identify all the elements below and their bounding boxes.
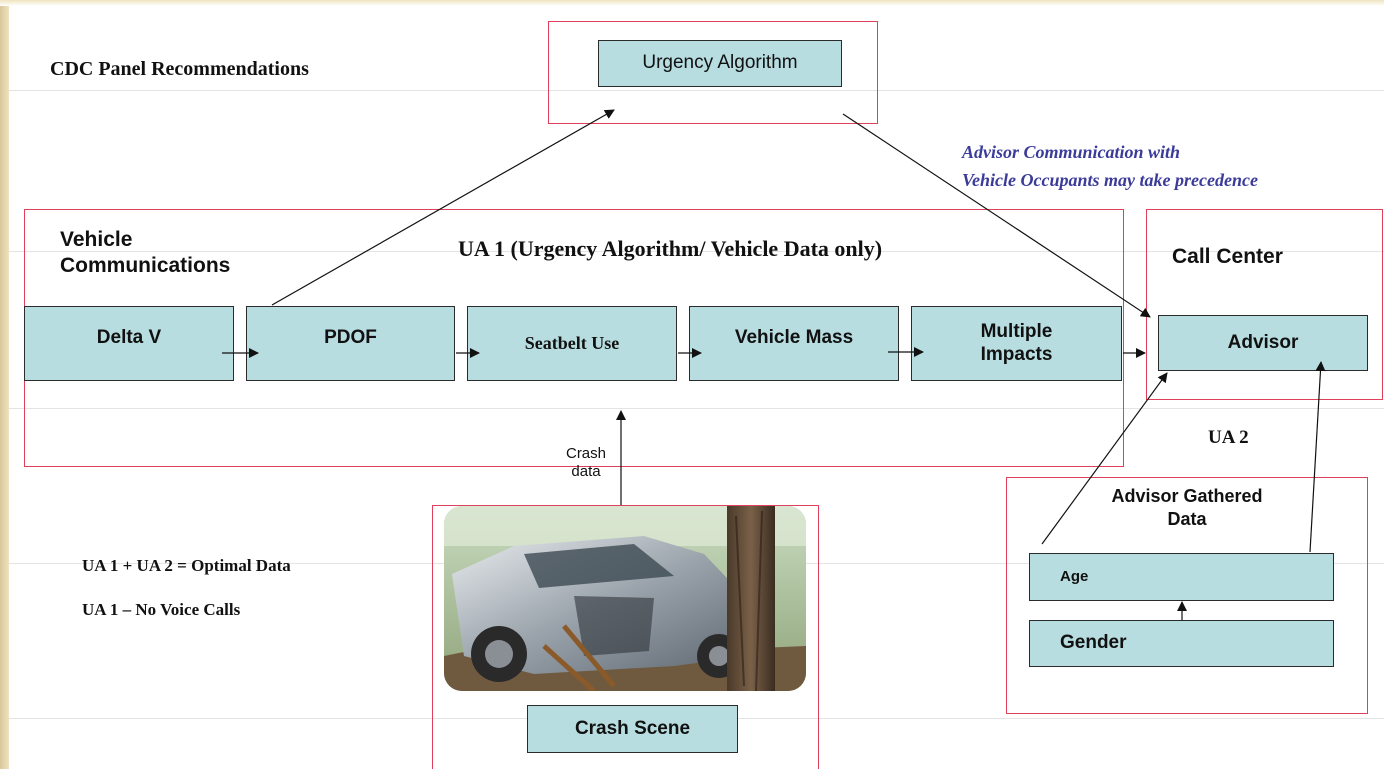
delta-v-box: Delta V: [24, 306, 234, 381]
seatbelt-use-box: Seatbelt Use: [467, 306, 677, 381]
advisor-gathered-heading: Advisor Gathered Data: [1006, 485, 1368, 530]
advisor-note-line-1: Advisor Communication with: [962, 142, 1181, 162]
crash-data-label-line-2: data: [571, 463, 601, 480]
pdof-box: PDOF: [246, 306, 455, 381]
crash-scene-label: Crash Scene: [574, 717, 691, 739]
top-decorative-bar: [0, 0, 1384, 6]
crash-data-label-line-1: Crash: [565, 445, 606, 462]
crash-scene-frame: [432, 505, 819, 769]
left-decorative-bar: [0, 0, 9, 769]
urgency-algorithm-label: Urgency Algorithm: [642, 52, 798, 74]
urgency-algorithm-box: Urgency Algorithm: [598, 40, 842, 87]
urgency-algorithm-frame: [548, 21, 878, 124]
advisor-label: Advisor: [1227, 331, 1299, 353]
vehicle-heading-line-1: Vehicle: [60, 228, 133, 251]
advisor-note-line-2: Vehicle Occupants may take precedence: [962, 170, 1258, 190]
arrow-age-to-advisor: [1309, 361, 1326, 553]
background-rule: [9, 90, 1384, 91]
arrow-pdof-to-urgency: [271, 109, 615, 306]
advisor-box: Advisor: [1158, 315, 1368, 371]
crash-data-label: Crash data: [548, 445, 624, 481]
page-title: CDC Panel Recommendations: [50, 58, 309, 80]
age-box: Age: [1029, 553, 1334, 601]
arrow-urgency-to-advisor: [842, 113, 1151, 318]
multiple-impacts-box: Multiple Impacts: [911, 306, 1122, 381]
background-rule: [9, 408, 1384, 409]
call-center-frame: [1146, 209, 1383, 400]
advisor-gathered-heading-line-1: Advisor Gathered: [1111, 486, 1263, 506]
pdof-label: PDOF: [324, 327, 377, 348]
ua2-label: UA 2: [1208, 427, 1249, 448]
background-rule: [9, 251, 1384, 252]
note-no-voice-calls: UA 1 – No Voice Calls: [82, 600, 241, 619]
delta-v-label: Delta V: [96, 327, 162, 348]
note-optimal-data: UA 1 + UA 2 = Optimal Data: [82, 556, 291, 575]
vehicle-mass-box: Vehicle Mass: [689, 306, 899, 381]
age-label: Age: [1060, 568, 1089, 585]
gender-box: Gender: [1029, 620, 1334, 667]
call-center-heading: Call Center: [1172, 245, 1283, 268]
crash-photo-illustration: [444, 506, 806, 691]
crash-scene-photo: [444, 506, 806, 691]
ua1-heading: UA 1 (Urgency Algorithm/ Vehicle Data on…: [458, 236, 883, 261]
advisor-gathered-frame: [1006, 477, 1368, 714]
multiple-impacts-label: Multiple Impacts: [980, 320, 1053, 365]
vehicle-heading-line-2: Communications: [60, 254, 231, 277]
vehicle-mass-label: Vehicle Mass: [734, 327, 854, 348]
arrow-gathered-to-advisor-left: [1041, 372, 1168, 545]
crash-scene-box: Crash Scene: [527, 705, 738, 753]
seatbelt-use-label: Seatbelt Use: [524, 332, 620, 353]
gender-label: Gender: [1060, 632, 1127, 654]
advisor-gathered-heading-line-2: Data: [1167, 508, 1207, 529]
